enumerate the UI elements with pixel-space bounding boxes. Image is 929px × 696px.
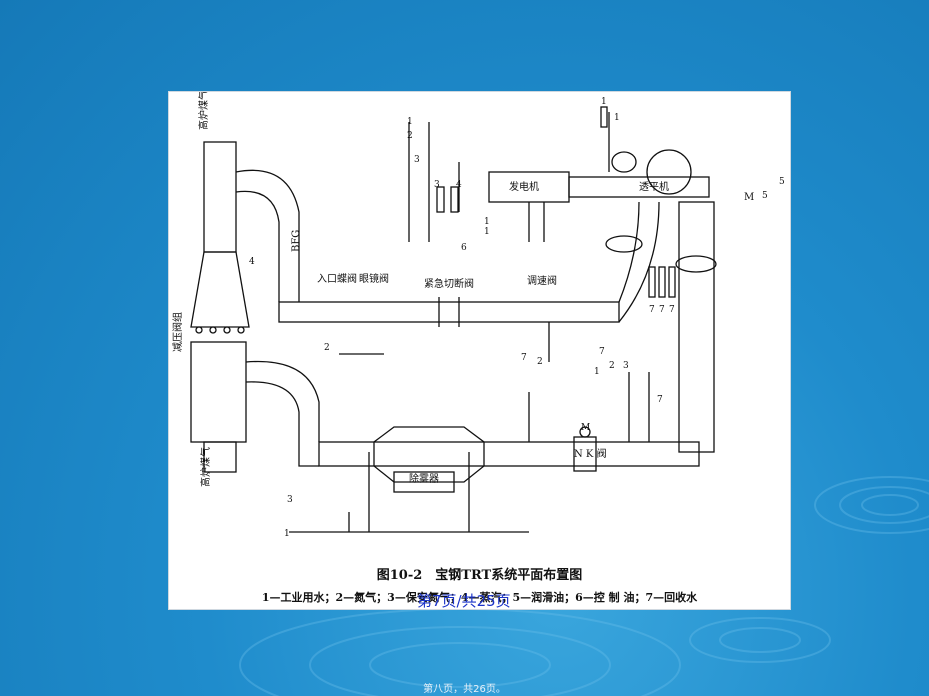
callout-number: 1 [407, 117, 413, 127]
label-nk-valve: N K 阀 [574, 447, 607, 460]
callout-number: 5 [779, 177, 785, 187]
label-inlet-valve: 入口蝶阀 [317, 272, 357, 285]
label-turbine: 透平机 [639, 180, 669, 193]
label-motor-m: M [744, 192, 754, 203]
label-emergency-valve: 紧急切断阀 [424, 277, 474, 290]
callout-number: 2 [324, 343, 330, 353]
callout-number: 2 [609, 361, 615, 371]
callout-number: 7 [659, 305, 665, 315]
callout-number: 5 [762, 191, 768, 201]
callout-number: M [581, 423, 590, 433]
callout-number: 7 [669, 305, 675, 315]
callout-number: 3 [434, 180, 440, 190]
callout-number: 7 [657, 395, 663, 405]
trt-schematic-drawing: 高炉煤气 减压阀组 高炉煤气 BFG 入口蝶阀 眼镜阀 紧急切断阀 调速阀 发电… [171, 92, 785, 539]
callout-number: 3 [287, 495, 293, 505]
callout-number: 1 [484, 227, 490, 237]
label-pressure-group: 减压阀组 [171, 312, 184, 352]
callout-number: 1 [601, 97, 607, 107]
callout-number: 7 [599, 347, 605, 357]
label-bottom-gas: 高炉煤气 [199, 447, 212, 487]
callout-number: 3 [623, 361, 629, 371]
figure-legend: 1—工业用水；2—氮气；3—保安氮气；4—蒸汽；5—润滑油；6—控 制 油；7—… [261, 591, 698, 604]
callout-number: 1 [594, 367, 600, 377]
label-goggle-valve: 眼镜阀 [359, 272, 389, 285]
callout-number: 1 [284, 529, 290, 539]
label-regulating-valve: 调速阀 [527, 274, 557, 287]
callout-number: 2 [407, 131, 413, 141]
label-generator: 发电机 [509, 180, 539, 193]
label-top-gas: 高炉煤气 [197, 92, 210, 130]
callout-number: 7 [521, 353, 527, 363]
callout-number: 4 [456, 180, 462, 190]
callout-number: 6 [461, 243, 467, 253]
slide-footer: 第八页，共26页。 [423, 684, 506, 695]
label-demister: 除雾器 [409, 472, 439, 485]
callout-number: 1 [484, 217, 490, 227]
page-counter-overlay: 第7页/共25页 [417, 592, 511, 610]
callout-number: 7 [649, 305, 655, 315]
label-bfg: BFG [291, 230, 302, 252]
callout-number: 1 [614, 113, 620, 123]
callout-number: 3 [414, 155, 420, 165]
callout-number: 2 [537, 357, 543, 367]
callout-number: 4 [249, 257, 255, 267]
figure-caption: 图10-2 宝钢TRT系统平面布置图 [376, 568, 583, 583]
trt-layout-figure: 高炉煤气 减压阀组 高炉煤气 BFG 入口蝶阀 眼镜阀 紧急切断阀 调速阀 发电… [168, 91, 791, 610]
